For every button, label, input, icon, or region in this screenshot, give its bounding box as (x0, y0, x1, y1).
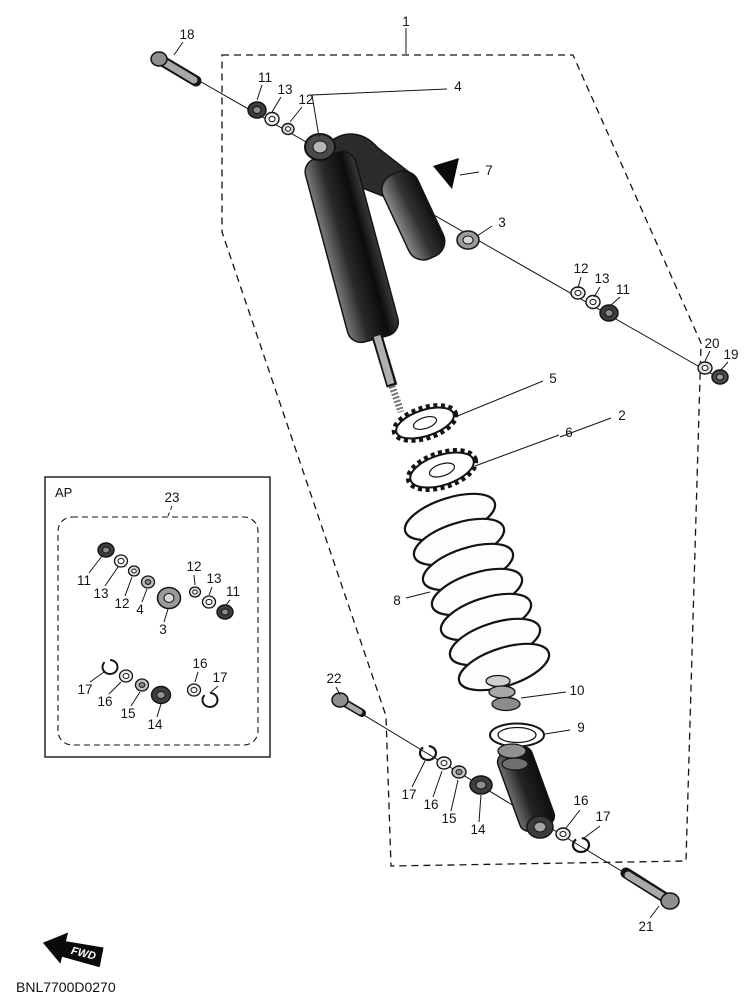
callout-14-bl: 14 (470, 822, 486, 837)
washer-12-top (281, 122, 295, 136)
inset-callout-15: 15 (120, 706, 135, 721)
inset-callout-14: 14 (147, 717, 163, 732)
callout-11-top: 11 (258, 70, 272, 85)
nut-19 (711, 369, 729, 385)
inset-callout-3: 3 (159, 622, 167, 637)
circlip-17-br (571, 836, 591, 854)
collar-15-bl (451, 765, 467, 779)
washer-13-top (264, 111, 280, 127)
drawing-code: BNL7700D0270 (16, 979, 116, 995)
bolt-21 (620, 867, 680, 910)
bolt-18 (150, 51, 202, 87)
inset-callout-12b: 12 (186, 559, 201, 574)
callout-6: 6 (565, 425, 573, 440)
callout-13-mid: 13 (594, 271, 609, 286)
spring-guide-10 (485, 674, 521, 712)
washer-13-mid (585, 294, 601, 310)
inset-callout-12a: 12 (114, 596, 129, 611)
inset-bushing-14 (150, 685, 172, 705)
inset-callout-4: 4 (136, 602, 144, 617)
inset-collar-4 (140, 575, 156, 589)
fwd-label: FWD (70, 945, 97, 963)
callout-19: 19 (723, 347, 738, 362)
bolt-22 (331, 692, 366, 717)
bushing-14-bl (469, 775, 493, 795)
spring-seat-9 (489, 722, 545, 748)
inset-callout-17b: 17 (212, 670, 227, 685)
callout-4: 4 (454, 79, 462, 94)
inset-washer-16b (186, 683, 202, 697)
fwd-arrow: FWD (42, 932, 104, 968)
inset-callout-13a: 13 (93, 586, 108, 601)
callout-20: 20 (704, 336, 719, 351)
callout-16-br: 16 (573, 793, 588, 808)
callout-17-br: 17 (595, 809, 610, 824)
nut-11-mid (599, 304, 619, 322)
callout-12-mid: 12 (573, 261, 588, 276)
inset-washer-13a (113, 554, 129, 568)
lower-mount-axis-line (343, 702, 677, 905)
inset-collar-15 (134, 678, 150, 692)
inset-nut-11a (97, 542, 115, 558)
callout-8: 8 (393, 593, 401, 608)
adjuster-pointer-triangle (433, 158, 459, 189)
clevis-bottom-mount (496, 743, 556, 839)
inset-circlip-17b (201, 692, 219, 708)
inset-callout-17a: 17 (77, 682, 92, 697)
callout-22: 22 (326, 671, 341, 686)
callout-11-mid: 11 (616, 282, 630, 297)
leader-line-23 (167, 505, 173, 517)
callout-15-bl: 15 (441, 811, 456, 826)
callout-10: 10 (569, 683, 584, 698)
inset-washer-13b (201, 595, 217, 609)
inset-washer-16a (118, 669, 134, 683)
nut-11-top (247, 101, 267, 119)
inset-washer-12b (188, 586, 202, 598)
inset-circlip-17a (101, 659, 119, 675)
inset-washer-12a (127, 565, 141, 577)
shaft-threads (388, 384, 405, 414)
inset-callout-13b: 13 (206, 571, 221, 586)
circlip-17-bl (418, 744, 438, 762)
callout-3: 3 (498, 215, 506, 230)
callout-23: 23 (164, 490, 179, 505)
inset-bushing-3 (156, 586, 182, 610)
washer-20 (697, 361, 713, 375)
washer-12-mid (570, 286, 586, 300)
washer-16-br (555, 827, 571, 841)
washer-16-bl (436, 756, 452, 770)
inset-callout-11a: 11 (77, 573, 91, 588)
inset-callout-16a: 16 (97, 694, 112, 709)
callout-2: 2 (618, 408, 626, 423)
callout-18: 18 (179, 27, 194, 42)
callout-1: 1 (402, 14, 410, 29)
fwd-arrow-icon (42, 932, 104, 968)
callout-21: 21 (638, 919, 653, 934)
shock-absorber-body (304, 133, 446, 414)
callout-12-top: 12 (298, 92, 313, 107)
inset-nut-11b (216, 604, 234, 620)
adjuster-nut-5 (391, 403, 459, 443)
inset-callout-11b: 11 (226, 584, 240, 599)
leader-lines-bottom (335, 686, 660, 919)
inset-title: AP (55, 485, 72, 500)
leader-lines-middle (405, 380, 612, 735)
inset-callout-16b: 16 (192, 656, 207, 671)
callout-16-bl: 16 (423, 797, 438, 812)
adjuster-nut-6 (405, 448, 479, 492)
inset-dashed-box (57, 516, 259, 746)
callout-17-bl: 17 (401, 787, 416, 802)
callout-9: 9 (577, 720, 585, 735)
inset-box: AP (44, 476, 271, 758)
callout-13-top: 13 (277, 82, 292, 97)
assembly-border (221, 54, 702, 867)
leader-lines-top (173, 28, 729, 372)
callout-5: 5 (549, 371, 557, 386)
callout-7: 7 (485, 163, 493, 178)
bushing-3 (456, 230, 480, 250)
leader-lines-inset (88, 555, 231, 718)
spring-8 (403, 492, 551, 692)
